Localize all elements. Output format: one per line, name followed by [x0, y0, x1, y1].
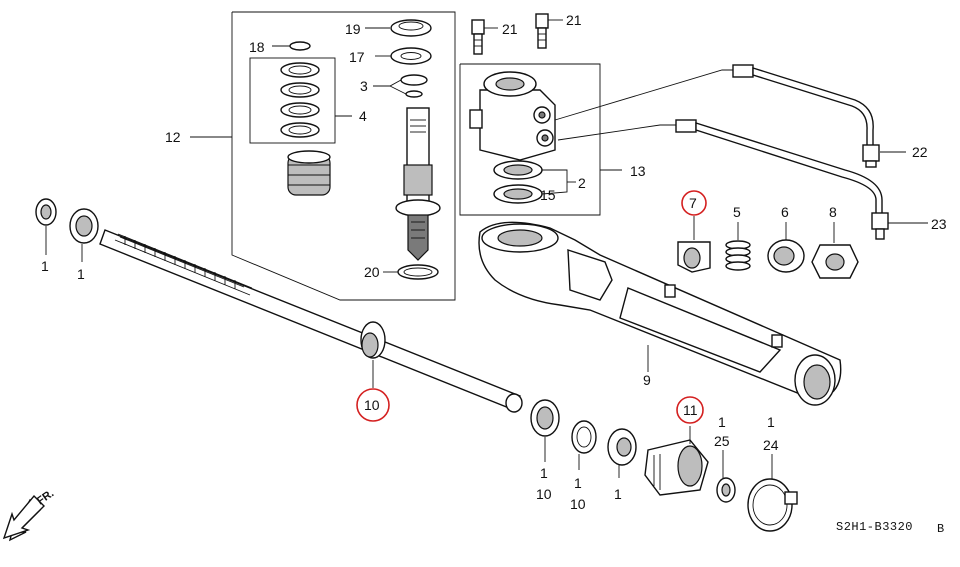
label-4: 4: [359, 108, 367, 124]
part-10-seal-bottom: [530, 399, 560, 462]
label-5: 5: [733, 204, 741, 220]
front-direction-arrow: FR.: [2, 487, 56, 542]
part-5-spring: [725, 222, 751, 271]
part-17-washer: [375, 47, 432, 65]
label-17: 17: [349, 49, 365, 65]
label-9: 9: [643, 372, 651, 388]
part-21-bolt-right: [535, 13, 563, 49]
part-spring-coil: [287, 150, 331, 196]
part-20-o-ring: [383, 264, 439, 280]
label-21-right: 21: [566, 12, 582, 28]
part-pinion-shaft: [395, 107, 441, 261]
label-b5-top: 1: [767, 414, 775, 430]
label-1-left-b: 1: [77, 266, 85, 282]
label-18: 18: [249, 39, 265, 55]
label-b1-top: 1: [540, 465, 548, 481]
part-11-end-plug: [644, 426, 709, 496]
part-19-seal: [365, 19, 432, 37]
valve-group-box: [459, 63, 622, 216]
label-10: 10: [364, 397, 380, 413]
diagram-code: S2H1-B3320 B: [836, 520, 945, 536]
label-3: 3: [360, 78, 368, 94]
label-8: 8: [829, 204, 837, 220]
label-12: 12: [165, 129, 181, 145]
highlight-circle-11: [676, 396, 704, 424]
part-1-seal-left-b: [69, 208, 99, 262]
part-valve-body: [469, 71, 556, 161]
label-1-left-a: 1: [41, 258, 49, 274]
pinion-group-box: [190, 11, 456, 301]
part-6-adjuster: [767, 222, 805, 273]
part-3-o-rings: [373, 74, 428, 98]
label-6: 6: [781, 204, 789, 220]
label-21-left: 21: [502, 21, 518, 37]
highlight-circle-10: [356, 388, 390, 422]
label-22: 22: [912, 144, 928, 160]
diagram-code-text: S2H1-B3320: [836, 520, 913, 534]
diagram-code-suffix: B: [937, 522, 945, 536]
part-9-steering-housing: [478, 221, 842, 406]
label-b4-bottom: 25: [714, 433, 730, 449]
callout-labels: 19 18 17 3 4 12 20 21 21 13 2 15 22 23 7…: [41, 12, 947, 512]
part-rack-shaft: [99, 229, 523, 413]
label-2: 2: [578, 175, 586, 191]
seal-subgroup-box: [249, 57, 352, 144]
label-23: 23: [931, 216, 947, 232]
part-2-15-bearings: [493, 160, 576, 204]
part-22-pressure-line: [554, 64, 906, 168]
part-1-bushing-bottom: [607, 428, 637, 478]
label-b3: 1: [614, 486, 622, 502]
part-7-rack-guide: [677, 216, 711, 273]
label-13: 13: [630, 163, 646, 179]
highlight-circle-7: [681, 190, 707, 216]
label-b1-bottom: 10: [536, 486, 552, 502]
part-23-return-line: [557, 119, 928, 240]
label-15: 15: [540, 187, 556, 203]
part-10-ring-bottom: [571, 420, 597, 470]
part-24-clamp-band: [747, 454, 798, 532]
label-20: 20: [364, 264, 380, 280]
rack-teeth: [124, 236, 236, 289]
label-11: 11: [683, 402, 698, 418]
part-21-bolt-left: [471, 19, 498, 55]
label-b2-top: 1: [574, 475, 582, 491]
part-18-snap-ring: [272, 41, 311, 51]
part-1-seal-left-a: [35, 198, 57, 255]
part-4-seal-stack: [280, 62, 320, 138]
label-7: 7: [689, 195, 697, 211]
label-b4-top: 1: [718, 414, 726, 430]
part-8-locknut: [811, 222, 859, 279]
label-19: 19: [345, 21, 361, 37]
part-25-small-ring: [716, 450, 736, 503]
label-b2-bottom: 10: [570, 496, 586, 512]
label-b5-bottom: 24: [763, 437, 779, 453]
